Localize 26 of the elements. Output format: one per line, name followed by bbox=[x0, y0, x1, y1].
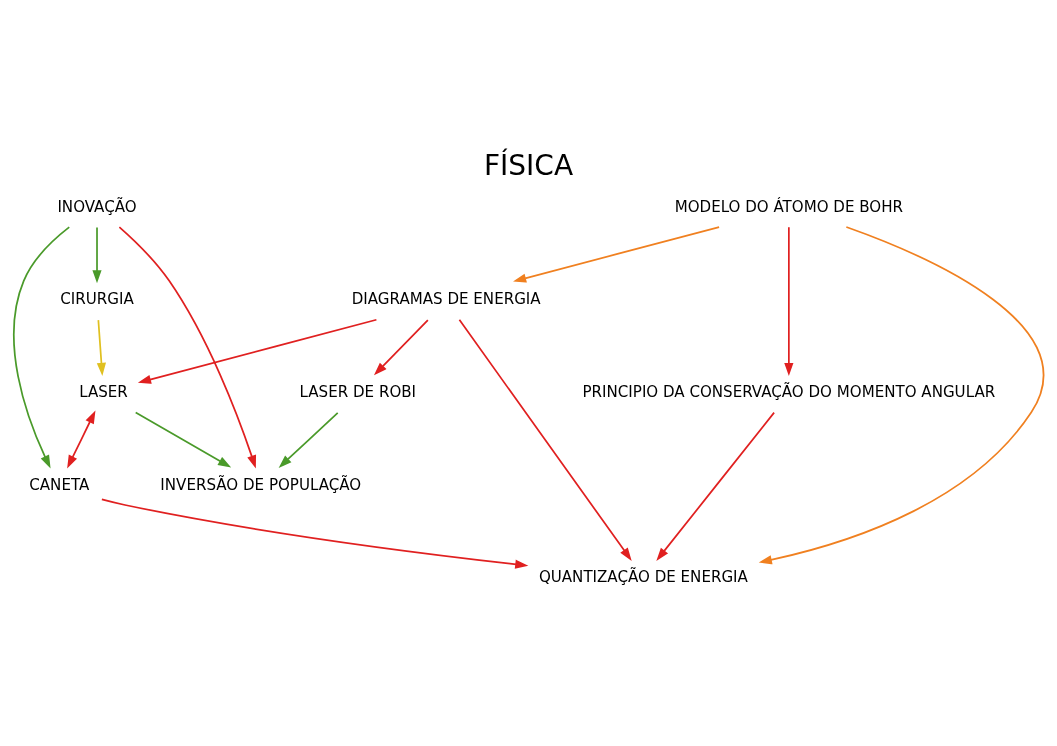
arrow bbox=[67, 410, 96, 469]
node-text: CANETA bbox=[29, 475, 90, 494]
arrow bbox=[278, 411, 339, 468]
arrow bbox=[92, 226, 102, 284]
node-text: PRINCIPIO DA CONSERVAÇÃO DO MOMENTO ANGULAR bbox=[582, 382, 996, 401]
node-text: QUANTIZAÇÃO DE ENERGIA bbox=[538, 568, 748, 587]
arrow bbox=[96, 319, 106, 377]
arrow bbox=[784, 226, 794, 377]
node-text: LASER bbox=[79, 382, 128, 401]
diagram-title: FÍSICA bbox=[483, 149, 574, 183]
arrow bbox=[137, 318, 378, 384]
arrow bbox=[458, 319, 632, 561]
node-text: MODELO DO ÁTOMO DE BOHR bbox=[674, 197, 904, 216]
arrow bbox=[118, 226, 257, 469]
arrow bbox=[656, 411, 775, 561]
arrow bbox=[101, 498, 529, 569]
arrow bbox=[134, 411, 232, 468]
arrow bbox=[13, 226, 71, 469]
node-text: INOVAÇÃO bbox=[57, 197, 137, 216]
node-text: LASER DE ROBI bbox=[299, 382, 417, 401]
arrow bbox=[513, 226, 720, 283]
arrow bbox=[758, 226, 1045, 565]
node-text: CIRURGIA bbox=[60, 290, 134, 309]
arrow bbox=[373, 319, 429, 376]
node-text: INVERSÃO DE POPULAÇÃO bbox=[160, 475, 362, 494]
node-text: DIAGRAMAS DE ENERGIA bbox=[351, 290, 541, 309]
